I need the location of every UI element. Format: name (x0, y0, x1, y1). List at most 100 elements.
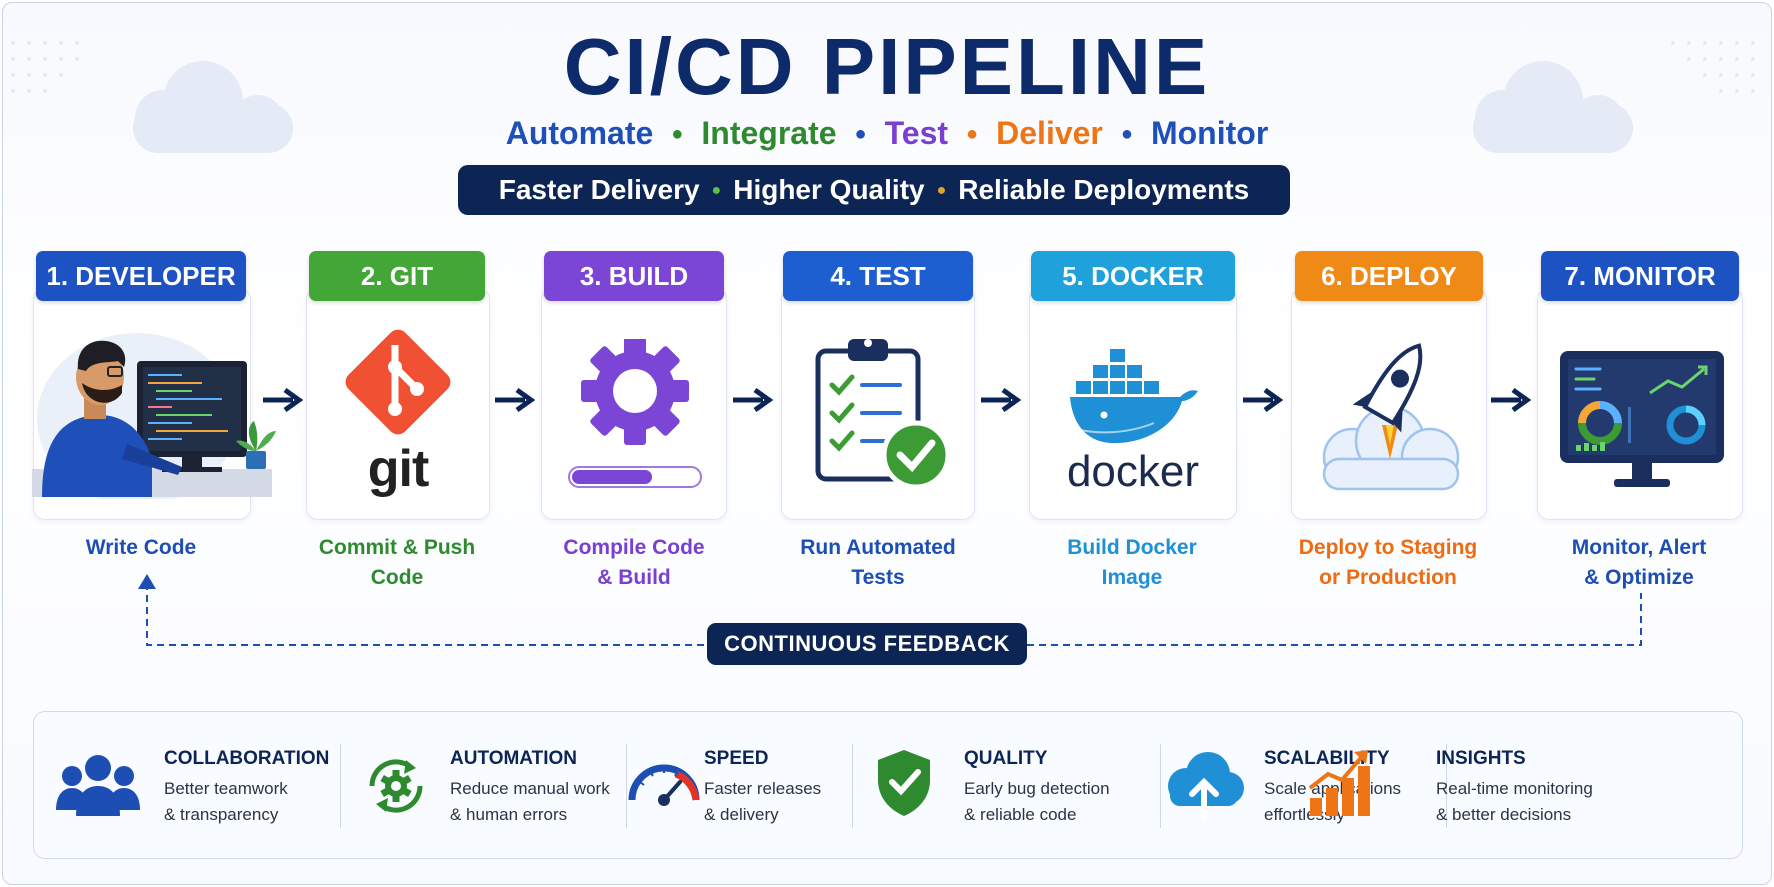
clipboard-check-icon (815, 339, 951, 490)
caption-line: Tests (851, 566, 905, 589)
team-icon (56, 755, 140, 816)
step-label-test: 4. TEST (783, 251, 973, 301)
tagline-word: Monitor (1150, 115, 1269, 151)
benefits-banner: Faster Delivery ● Higher Quality ● Reliable … (458, 165, 1290, 215)
banner-item: Faster Delivery (498, 174, 700, 205)
benefit-quality: QUALITY Early bug detection & reliable co… (852, 712, 1110, 858)
benefit-title: AUTOMATION (450, 748, 578, 769)
benefit-speed: SPEED Faster releases& delivery (626, 712, 866, 858)
desc-line: Better teamwork (164, 779, 288, 798)
step-card-deploy (1291, 288, 1487, 520)
step-caption-deploy: Deploy to Staging or Production (1279, 533, 1497, 593)
caption-line: Code (370, 566, 424, 589)
bullet-icon: ● (671, 123, 684, 145)
monitor-dashboard-icon (1560, 351, 1724, 487)
automation-gear-icon (369, 759, 423, 813)
benefit-description: Faster releases& delivery (704, 776, 884, 828)
benefit-description: Real-time monitoring & better decisions (1436, 776, 1626, 828)
benefit-description: Better teamwork& transparency (164, 776, 344, 828)
shield-check-icon (878, 750, 930, 816)
bullet-icon: ● (711, 182, 722, 199)
desc-line: Early bug detection (964, 779, 1110, 798)
divider (1160, 744, 1161, 828)
benefit-automation: AUTOMATION Reduce manual work & human err… (340, 712, 630, 858)
git-logo-icon (345, 329, 451, 435)
desc-line: & reliable code (964, 805, 1077, 824)
benefit-title: INSIGHTS (1436, 748, 1526, 769)
speedometer-icon (628, 764, 700, 806)
rocket-icon (1322, 343, 1460, 491)
step-card-test (781, 288, 975, 520)
benefit-title: QUALITY (964, 748, 1048, 769)
step-label-build: 3. BUILD (544, 251, 724, 301)
caption-line: Compile Code (563, 536, 705, 559)
arrow-right-icon (1491, 387, 1532, 413)
step-caption-build: Compile Code & Build (533, 533, 735, 593)
caption-line: Write Code (85, 536, 197, 559)
docker-wordmark: docker (1066, 447, 1200, 496)
divider (1446, 744, 1447, 828)
step-card-docker: docker (1029, 288, 1237, 520)
caption-line: Image (1101, 566, 1163, 589)
benefit-collaboration: COLLABORATION Better teamwork& transpare… (34, 712, 329, 858)
bullet-icon: ● (936, 182, 947, 199)
git-wordmark: git (367, 440, 430, 498)
desc-line: Reduce manual work (450, 779, 610, 798)
cloud-upload-icon (1168, 752, 1244, 820)
growth-chart-icon (1370, 748, 1440, 818)
developer-illustration (32, 333, 276, 499)
step-caption-monitor: Monitor, Alert & Optimize (1533, 533, 1745, 593)
benefit-insights: INSIGHTS Real-time monitoring & better de… (1436, 712, 1736, 858)
caption-line: & Optimize (1584, 566, 1694, 589)
caption-line: Build Docker (1067, 536, 1197, 559)
arrow-right-icon (495, 387, 536, 413)
step-card-monitor (1537, 288, 1743, 520)
tagline-word: Integrate (701, 115, 837, 151)
desc-line: & human errors (450, 805, 568, 824)
bullet-icon: ● (854, 123, 867, 145)
gear-icon (581, 339, 689, 445)
step-card-git: git (306, 288, 490, 520)
tagline: Automate●Integrate●Test●Deliver●Monitor (3, 115, 1771, 152)
step-label-git: 2. GIT (309, 251, 485, 301)
benefit-description: Early bug detection & reliable code (964, 776, 1144, 828)
caption-line: Run Automated (800, 536, 956, 559)
step-caption-developer: Write Code (33, 533, 249, 563)
desc-line: Faster releases (704, 779, 822, 798)
caption-line: Deploy to Staging (1298, 536, 1478, 559)
banner-item: Reliable Deployments (958, 174, 1250, 205)
step-label-deploy: 6. DEPLOY (1295, 251, 1483, 301)
step-label-developer: 1. DEVELOPER (36, 251, 246, 301)
bullet-icon: ● (1120, 123, 1133, 145)
tagline-word: Automate (505, 115, 654, 151)
growth-chart-icon (1308, 750, 1370, 816)
desc-line: & better decisions (1436, 805, 1572, 824)
step-label-monitor: 7. MONITOR (1541, 251, 1739, 301)
caption-line: & Build (597, 566, 671, 589)
divider (852, 744, 853, 828)
arrow-right-icon (263, 387, 304, 413)
arrow-right-icon (1243, 387, 1284, 413)
benefit-title: SPEED (704, 748, 769, 769)
tagline-word: Deliver (996, 115, 1103, 151)
build-progress-bar (568, 466, 702, 488)
arrow-right-icon (981, 387, 1022, 413)
caption-line: Monitor, Alert (1571, 536, 1707, 559)
divider (340, 744, 341, 828)
caption-line: or Production (1319, 566, 1457, 589)
benefits-panel: COLLABORATION Better teamwork& transpare… (33, 711, 1743, 859)
feedback-loop-arrow (138, 574, 1642, 646)
divider (626, 744, 627, 828)
desc-line: effortlessly (1264, 805, 1345, 824)
page-title: CI/CD PIPELINE (563, 22, 1211, 111)
desc-line: Real-time monitoring (1436, 779, 1593, 798)
benefit-title: COLLABORATION (164, 748, 330, 769)
feedback-label: CONTINUOUS FEEDBACK (707, 623, 1027, 665)
step-card-build (541, 288, 727, 520)
tagline-word: Test (884, 115, 949, 151)
banner-item: Higher Quality (733, 174, 925, 205)
cloud-decoration-left (11, 41, 293, 153)
